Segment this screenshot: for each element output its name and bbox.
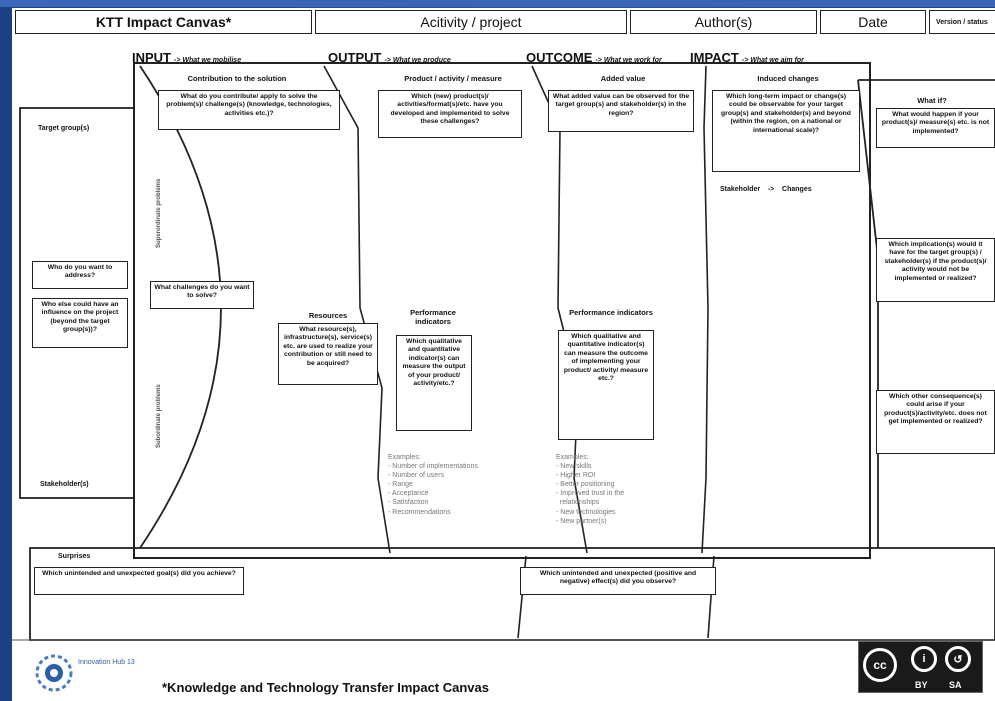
induced-question-box[interactable]: Which long-term impact or change(s) coul… xyxy=(712,90,860,172)
logo-icon xyxy=(35,654,73,692)
product-example-item: - Satisfaction xyxy=(388,499,429,507)
canvas-sheet: KTT Impact Canvas* Acitivity / project A… xyxy=(12,8,995,701)
outcome-example-item: - New partner(s) xyxy=(556,517,607,525)
contribution-question-box[interactable]: What do you contribute/ apply to solve t… xyxy=(158,90,340,130)
product-title: Product / activity / measure xyxy=(404,74,502,83)
product-question-box[interactable]: Which (new) product(s)/ activities/forma… xyxy=(378,90,522,138)
cc-license-badge: cc i ↺ BY SA xyxy=(858,641,983,693)
added-value-title: Added value xyxy=(600,74,646,83)
footer-title: *Knowledge and Technology Transfer Impac… xyxy=(162,680,489,695)
whatif-q1-box[interactable]: What would happen if your product(s)/ me… xyxy=(876,108,995,148)
whatif-q3-box[interactable]: Which other consequence(s) could arise i… xyxy=(876,390,995,454)
outcome-example-item: - New technologies xyxy=(556,508,616,516)
section-output-sub: -> What we produce xyxy=(384,57,451,64)
outcome-perf-box[interactable]: Which qualitative and quantitative indic… xyxy=(558,330,654,440)
resources-title: Resources xyxy=(308,311,348,320)
canvas-title: KTT Impact Canvas* xyxy=(15,10,312,34)
outcome-example-item: - New skills xyxy=(556,463,592,471)
version-field[interactable]: Version / status xyxy=(929,10,995,34)
outcome-examples-label: Examples: xyxy=(556,454,589,461)
product-example-item: - Recommendations xyxy=(388,508,451,516)
product-example-item: - Number of users xyxy=(388,472,445,480)
section-impact-sub: -> What we aim for xyxy=(741,57,804,64)
section-output-label: OUTPUT xyxy=(328,50,382,65)
resources-question-box[interactable]: What resource(s), infrastructure(s), ser… xyxy=(278,323,378,385)
product-example-item: - Acceptance xyxy=(388,490,429,498)
section-impact: IMPACT-> What we aim for xyxy=(690,50,804,65)
who-else-box[interactable]: Who else could have an influence on the … xyxy=(32,298,128,348)
product-examples-label: Examples: xyxy=(388,454,421,461)
innovation-hub-logo: Innovation Hub 13 xyxy=(34,653,152,693)
outcome-examples: Examples: - New skills - Higher ROI - Be… xyxy=(556,453,624,526)
slide-top-band xyxy=(0,0,995,7)
challenges-box[interactable]: What challenges do you want to solve? xyxy=(150,281,254,309)
who-address-box[interactable]: Who do you want to address? xyxy=(32,261,128,289)
product-perf-box[interactable]: Which qualitative and quantitative indic… xyxy=(396,335,472,431)
outcome-example-item: - Better positioning xyxy=(556,481,615,489)
license-by-label: BY xyxy=(915,680,928,690)
product-example-item: - Number of implementations xyxy=(388,463,478,471)
sa-icon: ↺ xyxy=(945,646,971,672)
section-input: INPUT-> What we mobilise xyxy=(132,50,241,65)
license-sa-label: SA xyxy=(949,680,962,690)
surprises-title: Surprises xyxy=(58,553,91,560)
section-impact-label: IMPACT xyxy=(690,50,739,65)
product-example-item: - Range xyxy=(388,481,413,489)
contribution-title: Contribution to the solution xyxy=(187,74,287,83)
activity-field[interactable]: Acitivity / project xyxy=(315,10,627,34)
section-input-sub: -> What we mobilise xyxy=(174,57,242,64)
product-examples: Examples: - Number of implementations - … xyxy=(388,453,478,517)
by-icon: i xyxy=(911,646,937,672)
section-output: OUTPUT-> What we produce xyxy=(328,50,451,65)
section-outcome: OUTCOME-> What we work for xyxy=(526,50,662,65)
subordinate-problems-label: Subordinate problems xyxy=(156,384,162,448)
section-outcome-sub: -> What we work for xyxy=(595,57,662,64)
added-value-question-box[interactable]: What added value can be observed for the… xyxy=(548,90,694,132)
outcome-example-item: relationships xyxy=(556,499,600,507)
stakeholder-changes-label: Stakeholder -> Changes xyxy=(720,186,812,193)
outcome-perf-title: Performance indicators xyxy=(569,308,653,317)
stakeholders-label: Stakeholder(s) xyxy=(40,481,89,488)
whatif-q2-box[interactable]: Which implication(s) would it have for t… xyxy=(876,238,995,302)
author-field[interactable]: Author(s) xyxy=(630,10,817,34)
outcome-example-item: - Higher ROI xyxy=(556,472,596,480)
logo-text: Innovation Hub 13 xyxy=(78,659,135,666)
product-perf-title: Performance indicators xyxy=(410,308,456,326)
surprises-q1-box[interactable]: Which unintended and unexpected goal(s) … xyxy=(34,567,244,595)
superordinate-problems-label: Superordinate problems xyxy=(156,178,162,248)
induced-title: Induced changes xyxy=(757,74,819,83)
surprises-q2-box[interactable]: Which unintended and unexpected (positiv… xyxy=(520,567,716,595)
outcome-example-item: - Improved trust in the xyxy=(556,490,625,498)
date-field[interactable]: Date xyxy=(820,10,926,34)
whatif-title: What if? xyxy=(917,96,947,105)
section-input-label: INPUT xyxy=(132,50,171,65)
target-groups-label: Target group(s) xyxy=(38,125,90,132)
cc-icon: cc xyxy=(863,648,897,682)
section-outcome-label: OUTCOME xyxy=(526,50,593,65)
